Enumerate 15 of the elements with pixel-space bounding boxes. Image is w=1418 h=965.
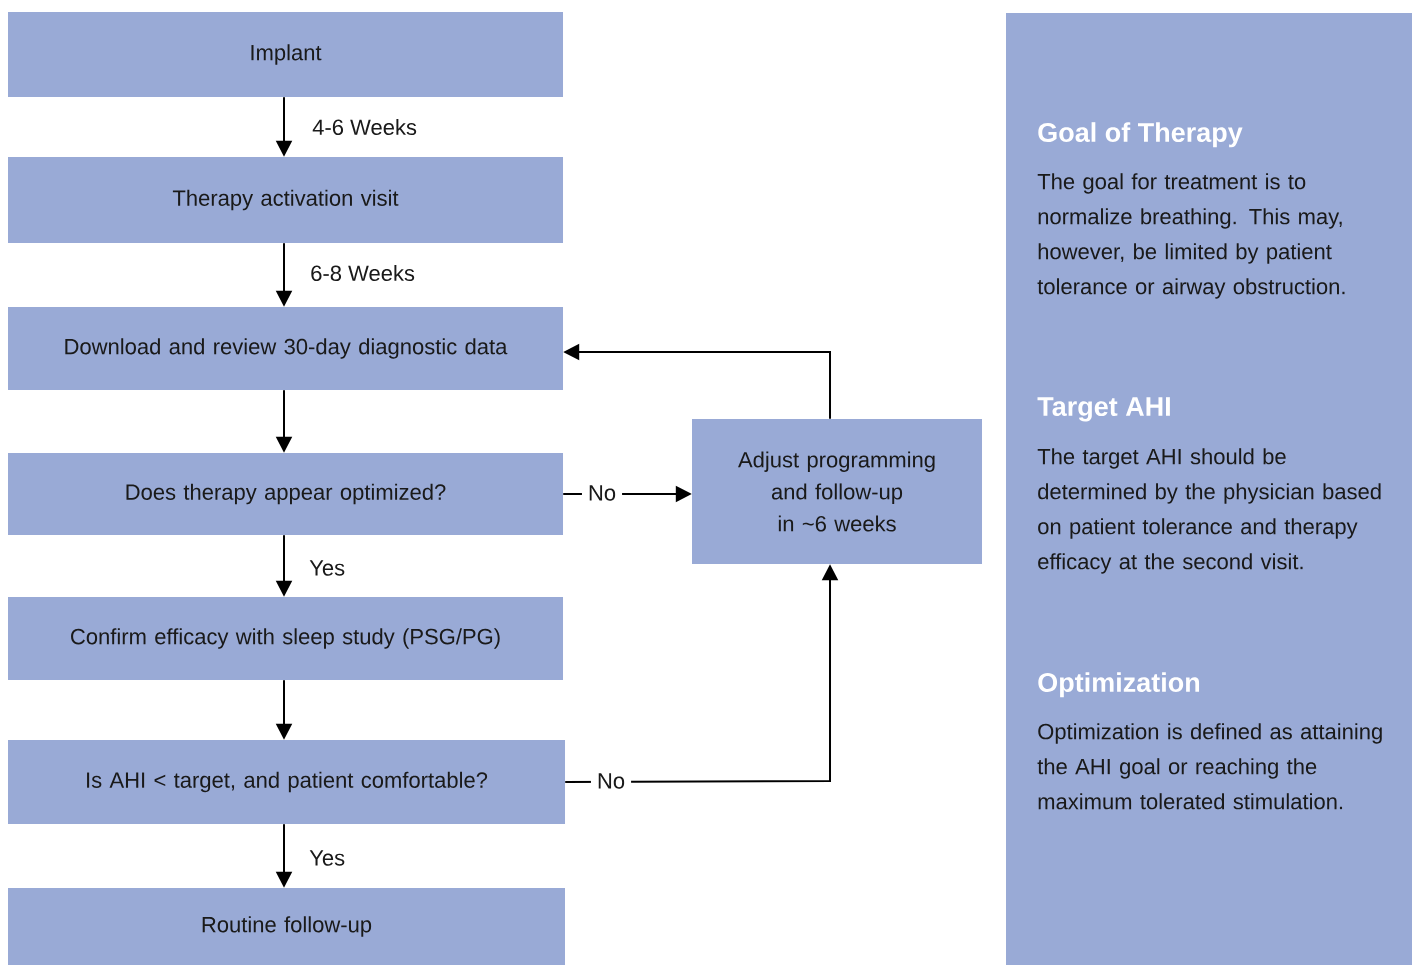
process-box: Adjust programming and follow-up in ~6 weeks (692, 419, 982, 564)
process-box: Implant (8, 12, 563, 97)
process-box: Download and review 30-day diagnostic data (8, 307, 563, 390)
process-box: Is AHI < target, and patient comfortable? (8, 740, 565, 824)
edge-label: 4-6 Weeks (312, 118, 417, 136)
edge-label: Yes (309, 560, 345, 576)
info-panel: Goal of Therapy The goal for treatment is to normalize breathing. This may, however, be limited by patient tolerance or airway obstruction. Target AHI The target AHI should be determined by the physician based on patient tolerance and therapy efficacy at the second visit. Optimization Optimization is defined as attaining the AHI goal or reaching the maximum tolerated stimulation. (1006, 13, 1412, 965)
process-box: Confirm efficacy with sleep study (PSG/PG) (8, 597, 563, 680)
edge-label: Yes (309, 850, 345, 866)
process-box: Therapy activation visit (8, 157, 563, 243)
edge-label: No (581, 478, 623, 508)
edge-label: 6-8 Weeks (311, 264, 415, 282)
edge-label: No (590, 766, 632, 796)
process-box: Does therapy appear optimized? (8, 453, 563, 535)
process-box: Routine follow-up (8, 888, 565, 965)
